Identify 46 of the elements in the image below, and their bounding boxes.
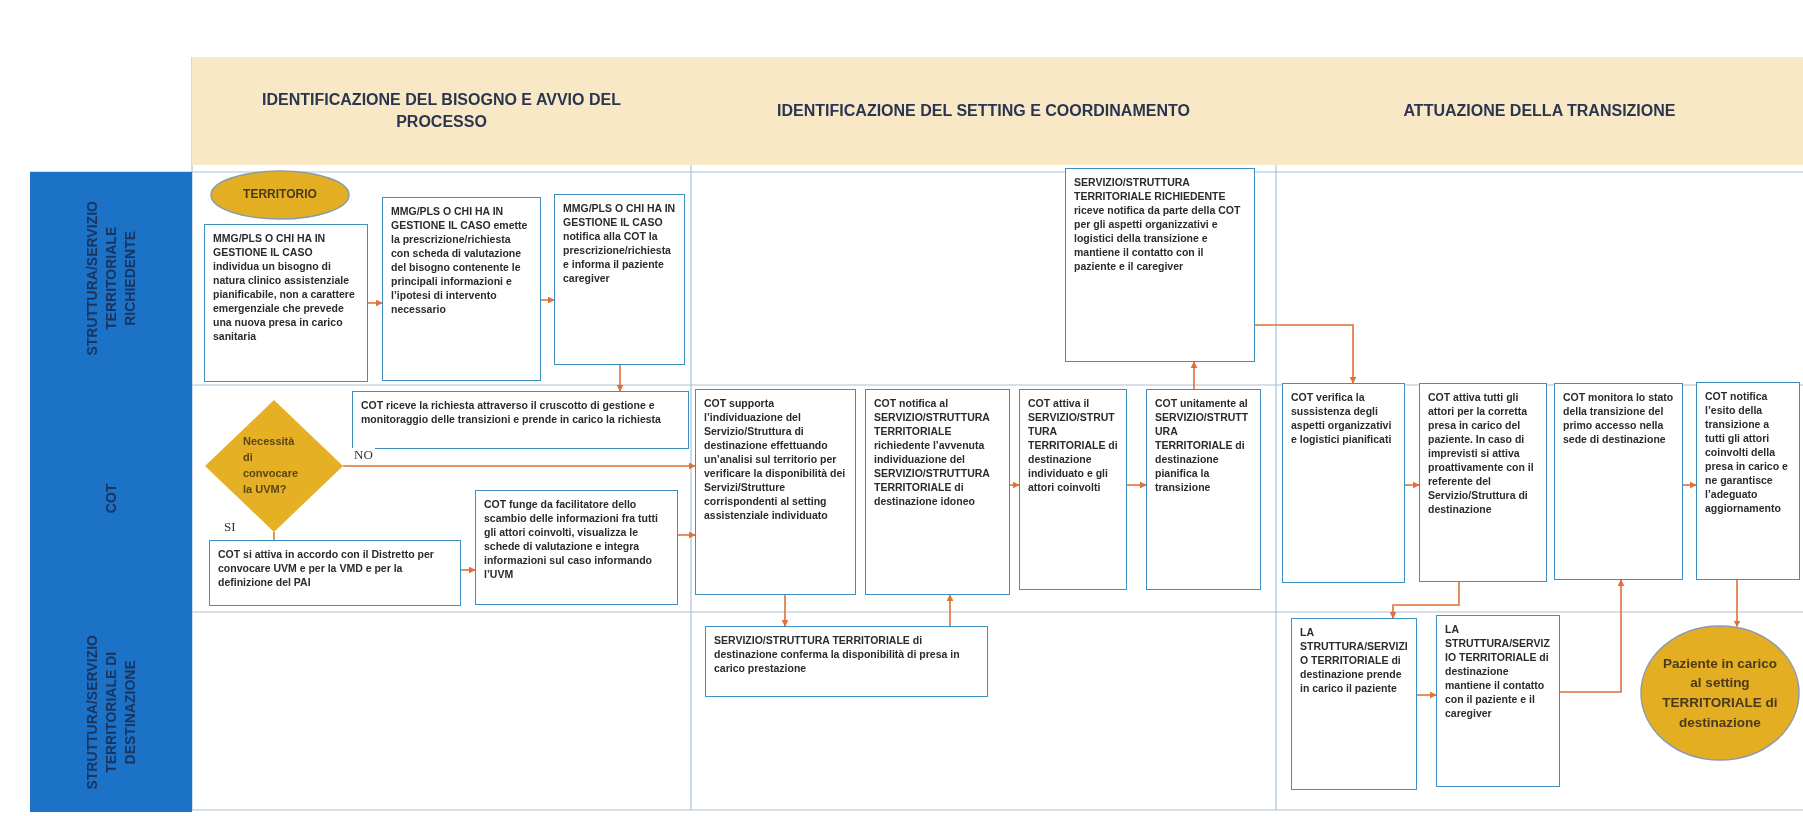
lane-header: COT — [30, 385, 192, 612]
connector-arrow — [1682, 481, 1697, 489]
process-box: SERVIZIO/STRUTTURA TERRITORIALE RICHIEDENTE riceve notifica da parte della COT per gli aspetti organizzativi e logistici della transizione e mantiene il contatto con il paziente e il caregiver — [1065, 168, 1255, 362]
process-box: COT unitamente al SERVIZIO/STRUTTURA TERRITORIALE di destinazione pianifica la transizione — [1146, 389, 1261, 590]
connector-arrow — [616, 364, 624, 392]
connector-arrow — [367, 299, 383, 307]
phase-header: ATTUAZIONE DELLA TRANSIZIONE — [1276, 57, 1803, 165]
lane-header: STRUTTURA/SERVIZIO TERRITORIALE RICHIEDENTE — [30, 172, 192, 385]
connector-arrow — [342, 462, 696, 470]
edge-label: SI — [222, 520, 238, 534]
connector-arrow — [1009, 481, 1020, 489]
process-box: SERVIZIO/STRUTTURA TERRITORIALE di destinazione conferma la disponibilità di presa in carico prestazione — [705, 626, 988, 697]
connector-arrow — [540, 296, 555, 304]
connector-arrow — [1126, 481, 1147, 489]
terminal-ellipse: TERRITORIO — [210, 170, 350, 220]
phase-header: IDENTIFICAZIONE DEL BISOGNO E AVVIO DEL PROCESSO — [192, 57, 691, 165]
process-box: COT notifica al SERVIZIO/STRUTTURA TERRITORIALE richiedente l’avvenuta individuazione del SERVIZIO/STRUTTURA TERRITORIALE di destinazione idoneo — [865, 389, 1010, 595]
connector-arrow — [781, 594, 789, 627]
connector-arrow — [1254, 324, 1357, 384]
lane-header: STRUTTURA/SERVIZIO TERRITORIALE DI DESTINAZIONE — [30, 612, 192, 812]
process-box: LA STRUTTURA/SERVIZIO TERRITORIALE di destinazione mantiene il contatto con il paziente e il caregiver — [1436, 615, 1560, 787]
process-box: LA STRUTTURA/SERVIZIO TERRITORIALE di destinazione prende in carico il paziente — [1291, 618, 1417, 790]
process-box: COT si attiva in accordo con il Distretto per convocare UVM e per la VMD e per la definizione del PAI — [209, 540, 461, 606]
process-box: COT attiva tutti gli attori per la corretta presa in carico del paziente. In caso di imprevisti si attiva proattivamente con il referente del Servizio/Struttura di destinazione — [1419, 383, 1547, 582]
process-box: COT monitora lo stato della transizione del primo accesso nella sede di destinazione — [1554, 383, 1683, 580]
terminal-ellipse: Paziente in carico al setting TERRITORIALE di destinazione — [1640, 625, 1800, 761]
connector-arrow — [946, 594, 954, 627]
edge-label: NO — [352, 448, 375, 462]
connector-arrow — [460, 566, 476, 574]
process-box: COT supporta l’individuazione del Servizio/Struttura di destinazione effettuando un’analisi sul territorio per verificare la disponibilità dei Servizi/Strutture corrispondenti al setting assistenziale individuato — [695, 389, 856, 595]
phase-header: IDENTIFICAZIONE DEL SETTING E COORDINAMENTO — [691, 57, 1276, 165]
process-box: MMG/PLS O CHI HA IN GESTIONE IL CASO individua un bisogno di natura clinico assistenziale pianificabile, non a carattere emergenziale che prevede una nuova presa in carico sanitaria — [204, 224, 368, 382]
process-box: COT funge da facilitatore dello scambio delle informazioni fra tutti gli attori coinvolti, visualizza le schede di valutazione e integra informazioni sul caso informando l’UVM — [475, 490, 678, 605]
connector-arrow — [1416, 691, 1437, 699]
process-box: COT attiva il SERVIZIO/STRUTTURA TERRITORIALE di destinazione individuato e gli attori coinvolti — [1019, 389, 1127, 590]
connector-arrow — [1733, 579, 1741, 628]
process-box: COT notifica l’esito della transizione a tutti gli attori coinvolti della presa in carico e ne garantisce l’adeguato aggiornamento — [1696, 382, 1800, 580]
connector-arrow — [1559, 579, 1625, 693]
process-box: MMG/PLS O CHI HA IN GESTIONE IL CASO emette la prescrizione/richiesta con scheda di valutazione del bisogno contenente le principali informazioni e l’ipotesi di intervento necessario — [382, 197, 541, 381]
connector-arrow — [1389, 581, 1460, 619]
connector-arrow — [1404, 481, 1420, 489]
process-box: MMG/PLS O CHI HA IN GESTIONE IL CASO notifica alla COT la prescrizione/richiesta e informa il paziente caregiver — [554, 194, 685, 365]
connector-arrow — [1190, 361, 1198, 390]
process-box: COT riceve la richiesta attraverso il cruscotto di gestione e monitoraggio delle transizioni e prende in carico la richiesta — [352, 391, 689, 449]
connector-arrow — [677, 531, 696, 539]
process-box: COT verifica la sussistenza degli aspetti organizzativi e logistici pianificati — [1282, 383, 1405, 583]
